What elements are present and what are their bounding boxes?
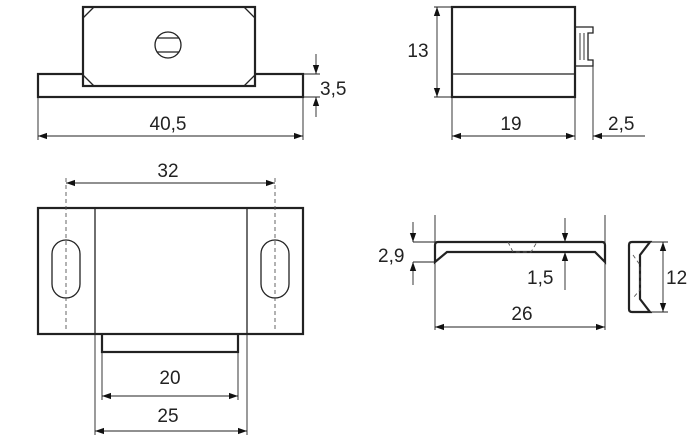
dim-height-label: 13 xyxy=(407,41,428,62)
dim-tab-width-label: 20 xyxy=(159,368,180,389)
dim-clip-label: 2,5 xyxy=(608,114,634,135)
dim-body-width-label: 25 xyxy=(157,406,178,427)
dim-base-height-label: 3,5 xyxy=(320,79,346,100)
dim-hole-spacing-label: 32 xyxy=(157,161,178,182)
dim-width-label: 40,5 xyxy=(150,114,187,135)
top-view: 32 20 25 xyxy=(36,161,305,435)
dim-thickness-label: 2,9 xyxy=(378,246,404,267)
plate-side-view: 2,9 1,5 26 xyxy=(378,215,607,331)
plate xyxy=(36,206,305,336)
magnet-body xyxy=(81,5,257,88)
dim-end-height-label: 12 xyxy=(666,268,687,289)
chamfer-lines xyxy=(82,6,256,87)
dim-recess-label: 1,5 xyxy=(527,268,553,289)
side-view: 13 19 2,5 xyxy=(407,5,645,140)
dim-depth-label: 19 xyxy=(500,114,521,135)
dim-length-label: 26 xyxy=(511,304,532,325)
clip xyxy=(575,26,594,67)
front-view: 40,5 3,5 xyxy=(36,5,346,140)
plate-end-profile xyxy=(627,240,653,314)
screw-hole xyxy=(154,31,182,59)
side-body xyxy=(450,5,577,99)
plate-end-view: 12 xyxy=(627,240,687,314)
